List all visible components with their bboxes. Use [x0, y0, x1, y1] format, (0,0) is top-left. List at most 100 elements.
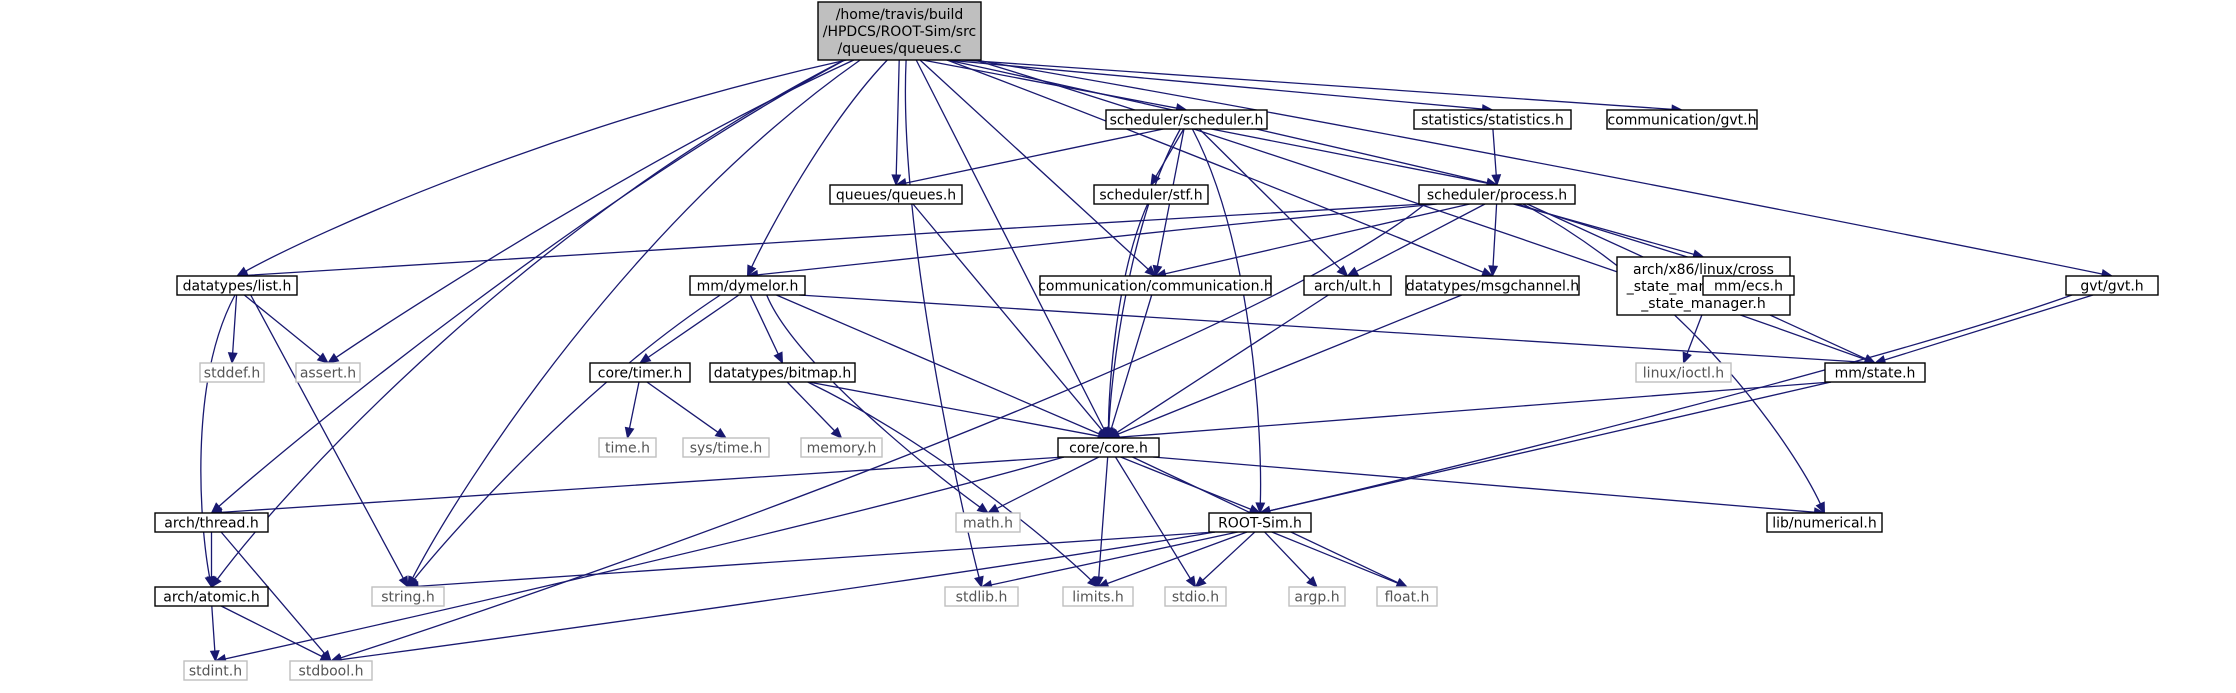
node-box [1635, 362, 1732, 383]
node-label: scheduler/stf.h [1099, 188, 1202, 204]
node-label: /HPDCS/ROOT-Sim/src [823, 24, 977, 40]
edge-line [411, 59, 861, 580]
node-box [1413, 109, 1572, 130]
edge-scheduler-to-stf [1150, 128, 1185, 187]
node-scheduler[interactable]: scheduler/scheduler.h [1105, 109, 1268, 130]
node-box [1405, 275, 1580, 296]
edge-line [1271, 531, 1399, 585]
edge-line [1120, 456, 1252, 511]
edge-line [1098, 456, 1109, 579]
edge-arrowhead [1815, 501, 1826, 515]
node-root: /home/travis/build/HPDCS/ROOT-Sim/src/qu… [817, 1, 982, 61]
node-ult[interactable]: arch/ult.h [1303, 275, 1392, 296]
edge-line [750, 59, 888, 269]
node-dymelor[interactable]: mm/dymelor.h [689, 275, 806, 296]
edge-root-to-state [974, 59, 1877, 365]
node-timer[interactable]: core/timer.h [589, 362, 691, 383]
node-box [289, 660, 373, 681]
node-commgvt[interactable]: communication/gvt.h [1606, 109, 1758, 130]
edge-arrowhead [1682, 351, 1692, 365]
node-numerical[interactable]: lib/numerical.h [1766, 512, 1883, 533]
edge-line [1154, 128, 1185, 178]
node-label: sys/time.h [690, 441, 763, 457]
edge-line [1117, 381, 1832, 438]
edge-timer-to-systime [646, 381, 728, 439]
node-stf[interactable]: scheduler/stf.h [1093, 184, 1209, 205]
node-stdbool: stdbool.h [289, 660, 373, 681]
edge-line [807, 381, 1093, 582]
node-state[interactable]: mm/state.h [1824, 362, 1926, 383]
edge-crossstate-to-ioctl [1682, 314, 1703, 365]
node-comm[interactable]: communication/communication.h [1038, 275, 1273, 296]
node-gvt[interactable]: gvt/gvt.h [2065, 275, 2159, 296]
node-msgchannel[interactable]: datatypes/msgchannel.h [1405, 275, 1580, 296]
edge-timer-to-time [624, 381, 640, 440]
node-label: arch/ult.h [1314, 279, 1381, 295]
node-rootsim[interactable]: ROOT-Sim.h [1208, 512, 1312, 533]
edge-line [413, 294, 721, 581]
edge-line [1492, 128, 1497, 177]
edge-state-to-rootsim [1258, 381, 1832, 516]
edge-arrowhead [1488, 265, 1499, 278]
node-float: float.h [1376, 586, 1438, 607]
node-label: datatypes/list.h [183, 279, 292, 295]
node-atomic[interactable]: arch/atomic.h [154, 586, 269, 607]
node-box [1418, 184, 1576, 205]
edge-arrowhead [830, 427, 843, 439]
node-bitmap[interactable]: datatypes/bitmap.h [709, 362, 856, 383]
node-thread[interactable]: arch/thread.h [154, 512, 269, 533]
edge-arrowhead [714, 427, 728, 439]
edge-arrowhead [227, 352, 238, 365]
edge-line [220, 531, 326, 655]
edge-line [211, 605, 216, 653]
edge-line [946, 59, 1485, 274]
edge-gvt-to-state [1873, 294, 2094, 365]
edge-arrowhead [209, 650, 220, 663]
node-box [1702, 275, 1795, 296]
edge-root-to-stdlib [904, 59, 984, 589]
node-box [1824, 362, 1926, 383]
node-label: gvt/gvt.h [2080, 279, 2143, 295]
node-label: mm/dymelor.h [697, 279, 799, 295]
node-process[interactable]: scheduler/process.h [1418, 184, 1576, 205]
node-label: stdbool.h [299, 664, 364, 680]
edge-line [1268, 294, 2073, 512]
node-label: time.h [605, 441, 650, 457]
node-list[interactable]: datatypes/list.h [176, 275, 298, 296]
node-box [154, 512, 269, 533]
node-core[interactable]: core/core.h [1057, 437, 1160, 458]
edge-msgchannel-to-core [1107, 294, 1463, 439]
edge-line [220, 456, 1065, 514]
edge-line [250, 294, 405, 580]
node-label: float.h [1385, 590, 1430, 606]
node-statistics[interactable]: statistics/statistics.h [1413, 109, 1572, 130]
node-label: string.h [381, 590, 435, 606]
node-box [955, 512, 1021, 533]
edge-queues-to-core [912, 203, 1110, 439]
node-box [689, 275, 806, 296]
nodes-layer: /home/travis/build/HPDCS/ROOT-Sim/src/qu… [154, 1, 2159, 681]
node-ecs[interactable]: mm/ecs.h [1702, 275, 1795, 296]
edge-line [1268, 381, 1832, 512]
edge-arrowhead [974, 575, 984, 589]
node-box [1288, 586, 1346, 607]
edge-line [1156, 128, 1185, 268]
edge-statistics-to-process [1491, 128, 1502, 187]
node-box [1303, 275, 1392, 296]
edge-line [1492, 203, 1498, 268]
edge-line [1116, 294, 1463, 436]
node-box [154, 586, 269, 607]
edge-line [646, 381, 720, 434]
node-label: statistics/statistics.h [1421, 113, 1564, 129]
node-queues[interactable]: queues/queues.h [829, 184, 963, 205]
edge-scheduler-to-process [1211, 128, 1499, 188]
node-box [1093, 184, 1209, 205]
node-label: math.h [963, 516, 1013, 532]
node-label: _state_manager.h [1640, 296, 1765, 312]
edge-root-to-core [915, 59, 1110, 440]
edge-line [231, 294, 238, 355]
edge-atomic-to-stdbool [220, 605, 333, 662]
node-label: mm/state.h [1835, 366, 1916, 382]
node-box [817, 1, 982, 61]
node-box [1606, 109, 1758, 130]
